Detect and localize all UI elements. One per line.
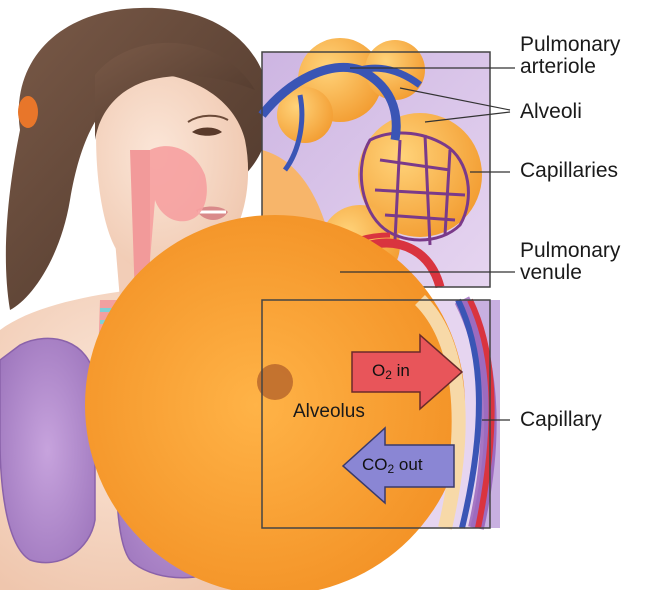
label-pulmonary-arteriole-line1: Pulmonary bbox=[520, 33, 621, 56]
o2-prefix: O bbox=[372, 361, 386, 380]
label-capillary: Capillary bbox=[520, 408, 602, 431]
gas-exchange-inset bbox=[85, 215, 500, 590]
co2-prefix: CO bbox=[362, 455, 388, 474]
co2-sub: 2 bbox=[387, 462, 395, 476]
o2-suffix: in bbox=[391, 361, 410, 380]
label-pulmonary-venule-line2: venule bbox=[520, 261, 582, 284]
label-capillaries: Capillaries bbox=[520, 159, 619, 182]
label-pulmonary-arteriole-line2: arteriole bbox=[520, 55, 596, 78]
capillary-network bbox=[359, 131, 470, 246]
o2-in-label: O2 in bbox=[372, 361, 410, 382]
leader-lines bbox=[340, 67, 515, 421]
co2-suffix: out bbox=[394, 455, 423, 474]
o2-sub: 2 bbox=[385, 368, 392, 382]
co2-out-label: CO2 out bbox=[362, 455, 423, 476]
label-alveoli: Alveoli bbox=[520, 100, 582, 123]
o2-in-arrow bbox=[351, 333, 464, 411]
label-pulmonary-venule-line1: Pulmonary bbox=[520, 239, 621, 262]
label-alveolus: Alveolus bbox=[293, 401, 365, 422]
co2-out-arrow bbox=[341, 426, 455, 505]
